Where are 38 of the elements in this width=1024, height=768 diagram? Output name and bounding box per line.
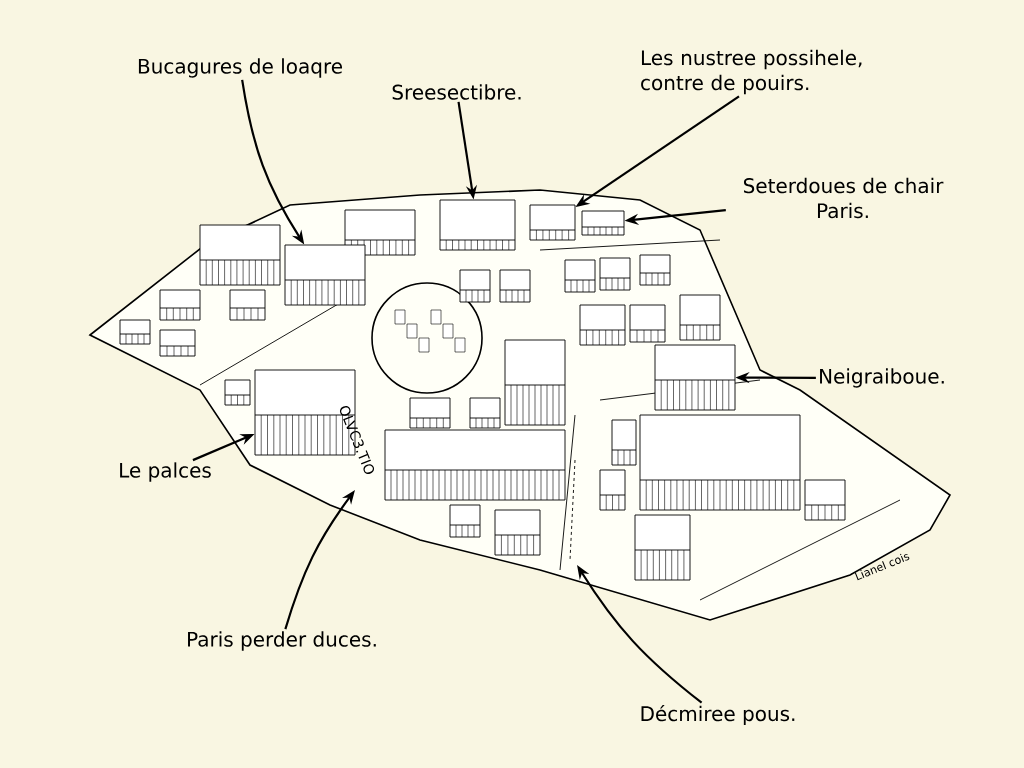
building — [634, 514, 691, 581]
callout-text: Seterdoues de chair Paris. — [743, 177, 944, 219]
building — [119, 319, 151, 345]
building — [804, 479, 846, 521]
building — [229, 289, 266, 321]
building — [579, 304, 626, 346]
callout-text: Paris perder duces. — [188, 631, 376, 651]
building — [494, 509, 541, 556]
building — [654, 344, 736, 411]
building — [499, 269, 531, 303]
callout-text: Les nustree possihele, contre de pouirs. — [641, 49, 862, 95]
building — [564, 259, 596, 293]
building — [504, 339, 566, 426]
building — [469, 397, 501, 429]
callout-text: Le palces — [120, 462, 211, 482]
building — [639, 254, 671, 286]
building — [224, 379, 251, 406]
building — [284, 244, 366, 306]
building — [344, 209, 416, 256]
building — [679, 294, 721, 341]
building — [159, 289, 201, 321]
callout-text: Décmiree pous. — [641, 704, 795, 726]
building — [611, 419, 637, 466]
building — [599, 469, 626, 511]
building — [629, 304, 666, 343]
building — [581, 210, 625, 236]
building — [449, 504, 481, 538]
building — [439, 199, 516, 251]
building — [159, 329, 196, 357]
building — [199, 224, 281, 286]
building — [409, 397, 451, 429]
building — [529, 204, 576, 241]
building — [599, 257, 631, 291]
building — [639, 414, 801, 511]
callout-text: Neigraiboue. — [820, 368, 944, 388]
callout-text: Sreesectibre. — [392, 84, 521, 100]
callout-text: Bucagures de loaqre — [138, 58, 342, 78]
building — [459, 269, 491, 303]
